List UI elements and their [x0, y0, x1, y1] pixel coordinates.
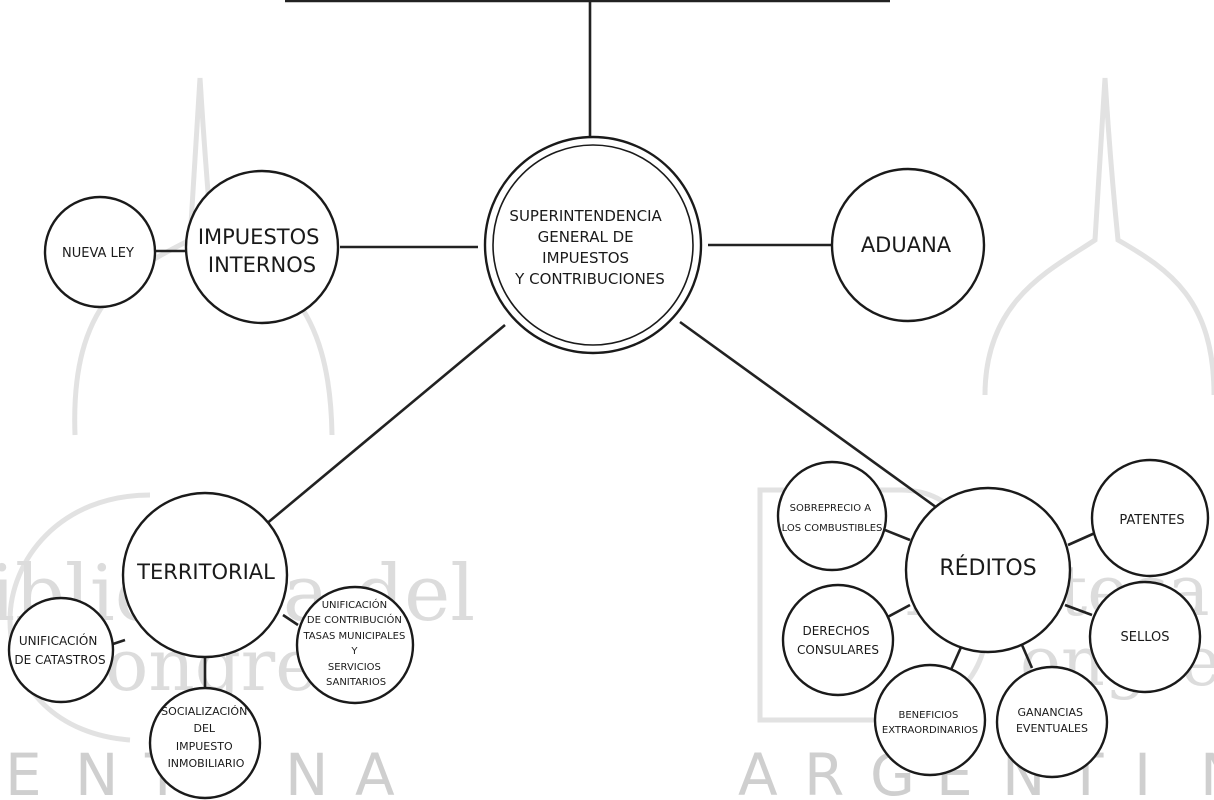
- watermark-letter: A: [738, 741, 778, 800]
- node-ganancias-label: GANANCIAS EVENTUALES: [1016, 706, 1088, 735]
- edge-center-territorial: [264, 324, 506, 526]
- edge-center-reditos: [679, 320, 941, 512]
- node-center: SUPERINTENDENCIA GENERAL DE IMPUESTOS Y …: [483, 135, 703, 355]
- watermark-letter: N: [1200, 741, 1214, 800]
- edge-territorial-contribucion: [282, 613, 299, 627]
- node-nueva-ley-label: NUEVA LEY: [62, 246, 134, 261]
- edge-reditos-patentes: [1067, 531, 1096, 547]
- node-impuestos-internos-label: IMPUESTOS INTERNOS: [198, 225, 326, 277]
- node-beneficios-label: BENEFICIOS EXTRAORDINARIOS: [882, 710, 978, 736]
- node-unificacion-catastros-label: UNIFICACIÓN DE CATASTROS: [14, 633, 105, 667]
- node-sobreprecio-label: SOBREPRECIO A LOS COMBUSTIBLES: [782, 503, 883, 534]
- node-impuestos-internos: IMPUESTOS INTERNOS: [184, 169, 340, 325]
- node-beneficios: BENEFICIOS EXTRAORDINARIOS: [873, 663, 987, 777]
- connectors: [109, 0, 1096, 690]
- node-derechos-consulares-label: DERECHOS CONSULARES: [797, 624, 879, 657]
- node-aduana-label: ADUANA: [861, 233, 952, 257]
- edge-reditos-sobreprecio: [884, 528, 911, 542]
- watermark-letter: R: [804, 741, 844, 800]
- edge-reditos-ganancias: [1020, 644, 1034, 669]
- node-center-label: SUPERINTENDENCIA GENERAL DE IMPUESTOS Y …: [509, 207, 666, 288]
- node-socializacion: SOCIALIZACIÓN DEL IMPUESTO INMOBILIARIO: [148, 686, 262, 800]
- node-unificacion-catastros: UNIFICACIÓN DE CATASTROS: [7, 596, 115, 704]
- node-patentes: PATENTES: [1090, 458, 1210, 578]
- node-aduana: ADUANA: [830, 167, 986, 323]
- node-sellos-label: SELLOS: [1121, 630, 1170, 645]
- node-reditos-label: RÉDITOS: [939, 555, 1036, 581]
- watermark-letter: I: [1134, 741, 1151, 800]
- edge-reditos-beneficios: [948, 644, 964, 673]
- node-sobreprecio: SOBREPRECIO A LOS COMBUSTIBLES: [776, 460, 888, 572]
- watermark-letter: N: [75, 741, 118, 800]
- node-patentes-label: PATENTES: [1119, 513, 1184, 528]
- node-center-circle: [483, 135, 703, 355]
- watermark-letter: N: [285, 741, 328, 800]
- node-territorial: TERRITORIAL: [121, 491, 289, 659]
- node-reditos: RÉDITOS: [904, 486, 1072, 654]
- node-nueva-ley: NUEVA LEY: [43, 195, 157, 309]
- watermark-letter: E: [5, 741, 42, 800]
- watermark-c-left: [7, 492, 151, 743]
- watermark-dome-right: [982, 77, 1214, 396]
- node-ganancias: GANANCIAS EVENTUALES: [995, 665, 1109, 779]
- edge-reditos-sellos: [1064, 603, 1093, 617]
- node-sellos: SELLOS: [1088, 580, 1202, 694]
- node-derechos-consulares: DERECHOS CONSULARES: [781, 583, 895, 697]
- node-socializacion-label: SOCIALIZACIÓN DEL IMPUESTO INMOBILIARIO: [161, 705, 251, 770]
- node-unificacion-contribucion-label: UNIFICACIÓN DE CONTRIBUCIÓN TASAS MUNICI…: [302, 598, 408, 688]
- node-unificacion-contribucion: UNIFICACIÓN DE CONTRIBUCIÓN TASAS MUNICI…: [295, 585, 415, 705]
- watermark-letter: A: [355, 741, 395, 800]
- node-territorial-label: TERRITORIAL: [136, 560, 275, 584]
